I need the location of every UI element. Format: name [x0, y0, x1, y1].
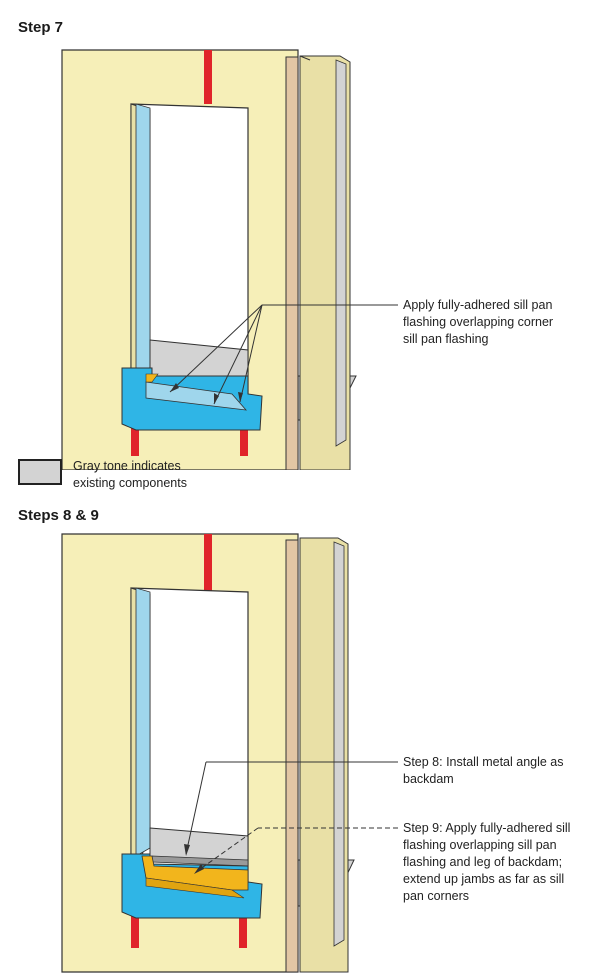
step-7-callout: Apply fully-adhered sill pan flashing ov… — [403, 298, 554, 346]
jamb-flashing — [135, 587, 151, 857]
red-tape-top — [204, 50, 212, 104]
wall-edge-strip — [333, 541, 345, 947]
leader-arrow-3 — [239, 304, 263, 403]
wall-edge-strip — [335, 59, 347, 447]
arrowhead-2 — [214, 393, 219, 404]
new-sill-flashing — [145, 381, 247, 411]
vertical-trim — [285, 56, 299, 470]
leader-step-8-arrow — [185, 761, 207, 855]
arrowhead-1 — [170, 383, 179, 392]
vertical-trim — [285, 539, 299, 973]
step-9-callout: Step 9: Apply fully-adhered sill flashin… — [403, 821, 571, 903]
steps-8-9-diagram — [61, 533, 398, 973]
leader-arrow-2 — [213, 304, 263, 405]
arrowhead-step-9 — [194, 864, 204, 874]
legend-gray-swatch — [18, 459, 62, 485]
jamb-flashing — [135, 103, 151, 377]
leader-arrow-1 — [169, 304, 263, 393]
step-7-title: Step 7 — [18, 19, 64, 36]
step-9-sill-flashing-face — [145, 877, 245, 899]
steps-8-9-title: Steps 8 & 9 — [18, 507, 99, 524]
leader-step-9-arrow — [195, 827, 259, 873]
corner-mark — [145, 373, 159, 383]
red-tape-top — [204, 534, 212, 592]
legend-text: Gray tone indicates existing components — [73, 459, 187, 490]
arrowhead-step-8 — [184, 844, 190, 856]
arrowhead-3 — [238, 392, 243, 402]
step-8-callout: Step 8: Install metal angle as backdam — [403, 755, 564, 786]
step-7-diagram — [61, 49, 398, 470]
